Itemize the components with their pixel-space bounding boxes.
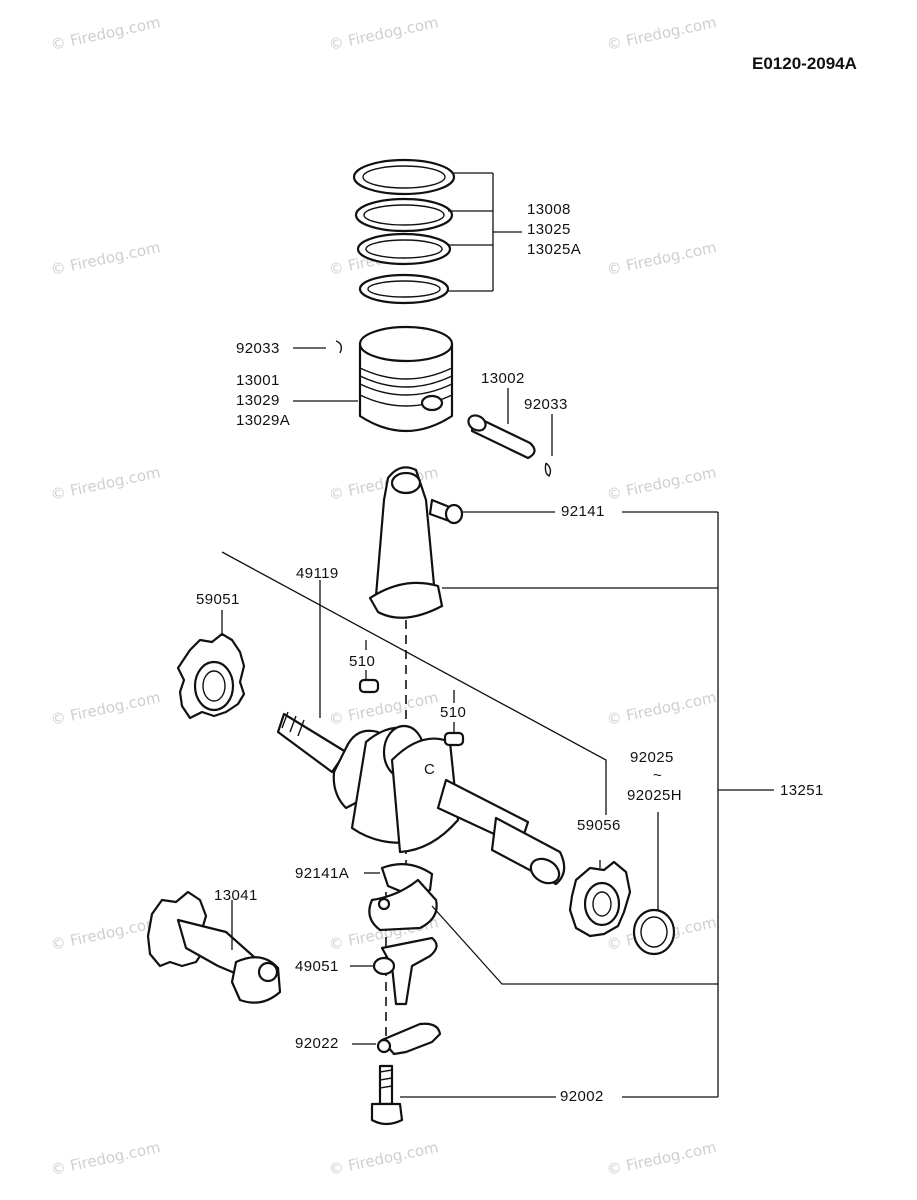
watermark: © Firedog.com bbox=[49, 688, 162, 729]
watermark: © Firedog.com bbox=[49, 463, 162, 504]
watermark: © Firedog.com bbox=[49, 238, 162, 279]
part-label-92022: 92022 bbox=[295, 1035, 339, 1052]
watermark: © Firedog.com bbox=[605, 463, 718, 504]
leader-diagonal-gear bbox=[221, 551, 607, 868]
part-label-13029A: 13029A bbox=[236, 412, 290, 429]
camshaft bbox=[146, 890, 282, 1004]
watermark: © Firedog.com bbox=[49, 913, 162, 954]
leader-pin bbox=[507, 388, 553, 456]
part-label-59056: 59056 bbox=[577, 817, 621, 834]
rod-cap bbox=[368, 863, 438, 932]
part-label-13001: 13001 bbox=[236, 372, 280, 389]
piston bbox=[358, 325, 454, 432]
connecting-rod bbox=[368, 466, 444, 619]
crank-gear-left bbox=[176, 632, 246, 720]
part-label-13002: 13002 bbox=[481, 370, 525, 387]
piston-pin bbox=[467, 414, 536, 460]
part-label-92033-pin: 92033 bbox=[524, 396, 568, 413]
part-label-49119: 49119 bbox=[296, 565, 339, 582]
watermark: © Firedog.com bbox=[49, 1138, 162, 1179]
watermark: © Firedog.com bbox=[327, 13, 440, 54]
rod-bushing bbox=[428, 498, 464, 525]
snap-ring-right bbox=[544, 462, 552, 477]
part-label-92033: 92033 bbox=[236, 340, 280, 357]
governor-arm bbox=[376, 1022, 442, 1056]
thrust-washer bbox=[632, 908, 676, 956]
part-label-92025: 92025 bbox=[630, 749, 674, 766]
part-label-13251: 13251 bbox=[780, 782, 824, 799]
part-label-92141A: 92141A bbox=[295, 865, 349, 882]
watermark: © Firedog.com bbox=[327, 1138, 440, 1179]
part-label-tilde: ~ bbox=[653, 767, 662, 784]
part-label-13025A: 13025A bbox=[527, 241, 581, 258]
piston-rings bbox=[352, 158, 456, 305]
part-label-510: 510 bbox=[349, 653, 375, 670]
part-label-92002: 92002 bbox=[560, 1088, 604, 1105]
watermark: © Firedog.com bbox=[605, 13, 718, 54]
leader-rod-cap bbox=[431, 905, 718, 985]
part-label-92025H: 92025H bbox=[627, 787, 682, 804]
connecting-rod-bolt bbox=[370, 1064, 404, 1126]
leader-rings bbox=[448, 172, 522, 292]
governor-lever bbox=[372, 936, 438, 1006]
diagram-code: E0120-2094A bbox=[752, 54, 857, 73]
crank-gear-right bbox=[568, 860, 632, 938]
crank-mark-c: C bbox=[424, 761, 435, 778]
part-label-13008: 13008 bbox=[527, 201, 571, 218]
watermark: © Firedog.com bbox=[49, 13, 162, 54]
part-label-13029: 13029 bbox=[236, 392, 280, 409]
part-label-13041: 13041 bbox=[214, 887, 258, 904]
watermark: © Firedog.com bbox=[327, 688, 440, 729]
part-label-59051: 59051 bbox=[196, 591, 240, 608]
watermark: © Firedog.com bbox=[605, 688, 718, 729]
watermark: © Firedog.com bbox=[605, 238, 718, 279]
crankshaft bbox=[276, 711, 566, 886]
woodruff-key-right bbox=[443, 731, 465, 747]
watermark: © Firedog.com bbox=[605, 1138, 718, 1179]
woodruff-key-left bbox=[358, 678, 380, 694]
part-label-13025: 13025 bbox=[527, 221, 571, 238]
assembly-bracket bbox=[442, 512, 774, 1097]
snap-ring-left bbox=[335, 340, 343, 354]
part-label-49051: 49051 bbox=[295, 958, 339, 975]
part-label-92141: 92141 bbox=[561, 503, 605, 520]
part-label-510-right: 510 bbox=[440, 704, 466, 721]
